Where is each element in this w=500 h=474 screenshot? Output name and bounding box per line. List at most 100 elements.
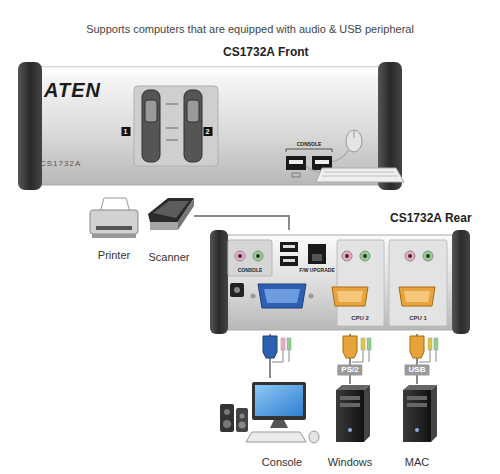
ps2-plug	[361, 338, 365, 350]
mic-jack	[235, 251, 245, 261]
speaker-jack	[423, 251, 433, 261]
monitor	[252, 382, 306, 420]
keyboard	[246, 432, 306, 442]
speaker-cone	[223, 420, 231, 428]
power-jack	[230, 283, 244, 297]
keyboard-icon	[292, 173, 300, 177]
cable-wire	[419, 350, 436, 362]
tower-side	[431, 385, 437, 442]
cable-wire	[352, 350, 369, 362]
windows-pc-art	[336, 385, 370, 442]
vga-screw	[251, 294, 256, 299]
vga-plug	[263, 336, 277, 358]
mouse	[309, 431, 319, 443]
cable-connector	[194, 216, 289, 230]
monitor-stand	[270, 420, 288, 428]
device-label: MAC	[405, 457, 429, 468]
usb-port-slot	[283, 245, 295, 248]
vga-port	[258, 284, 306, 308]
drive-bay	[407, 396, 427, 400]
switch-panel	[134, 86, 218, 166]
usb-port-slot	[315, 160, 329, 164]
tower-front	[336, 390, 364, 442]
console-bracket	[286, 149, 332, 152]
printer-art	[90, 198, 138, 238]
keyboard-keys	[322, 172, 398, 176]
vga-port-pins	[264, 289, 300, 303]
upgrade-port	[308, 244, 326, 264]
tower-top	[403, 385, 437, 390]
printer-tray	[96, 226, 132, 230]
rear-device-art	[210, 230, 470, 334]
device-label: Scanner	[149, 252, 190, 263]
jack-hole	[408, 254, 412, 258]
vga-plug	[343, 336, 357, 358]
usb-port	[280, 256, 298, 266]
brand-logo: ATEN	[44, 80, 101, 100]
scanner-side	[150, 222, 178, 230]
port-label: CPU 1	[409, 315, 427, 321]
switch-button	[187, 100, 199, 122]
switch-slot	[184, 90, 202, 162]
power-led	[415, 428, 419, 432]
scanner-art	[148, 198, 194, 230]
speaker	[220, 404, 234, 432]
device-body	[30, 67, 390, 185]
device-label: Windows	[328, 457, 373, 468]
scanner-device: Scanner	[144, 196, 194, 238]
jack-hole	[426, 254, 430, 258]
cable-type-tag: USB	[405, 365, 430, 376]
usb-port	[286, 156, 306, 170]
mic-jack	[342, 251, 352, 261]
tower-front	[403, 390, 431, 442]
usb-cable-plugs	[410, 336, 438, 362]
usb-port-slot	[289, 160, 303, 164]
panel-heading: CS1732A Front	[223, 46, 309, 58]
port-label: CONSOLE	[238, 268, 263, 273]
usb-plug	[428, 338, 432, 350]
vga-port-pins	[404, 291, 430, 302]
switch-slot	[142, 90, 160, 162]
port-label: CPU 2	[351, 315, 369, 321]
power-jack-hole	[234, 287, 240, 293]
vga-plug	[410, 336, 424, 358]
kvm-rear-panel: CS1732A Rear	[210, 230, 472, 334]
tower-side	[364, 385, 370, 442]
mouse-cable	[332, 150, 349, 162]
cable-type-tag: PS/2	[337, 365, 362, 376]
front-device-art	[18, 62, 404, 190]
port-number: 1	[121, 127, 130, 136]
device-label: Console	[262, 457, 302, 468]
device-label: Printer	[98, 250, 130, 261]
speaker-jack	[253, 251, 263, 261]
printer-base	[92, 234, 136, 238]
switch-mark	[166, 140, 178, 141]
port-number: 2	[203, 127, 212, 136]
port-label: CONSOLE	[297, 142, 322, 147]
printer-body	[90, 210, 138, 234]
monitor-screen	[255, 385, 303, 416]
kvm-front-panel: CS1732A FrontATENCS1732A	[18, 64, 402, 188]
console-cable-plugs	[263, 336, 291, 362]
device-body	[222, 235, 458, 330]
audio-wire	[272, 350, 289, 362]
scanner-end	[178, 198, 194, 230]
audio-plug	[281, 338, 285, 350]
switch-mark	[166, 128, 178, 129]
upgrade-port-slot	[312, 254, 322, 261]
audio-plug	[434, 338, 438, 350]
switch-mark	[166, 104, 178, 105]
cpu-panel	[337, 240, 384, 326]
usb-port-slot	[283, 259, 295, 262]
vga-port-pins	[337, 291, 363, 302]
jack-hole	[345, 254, 349, 258]
port-label: F/W UPGRADE	[299, 268, 335, 273]
mouse-button-split	[354, 131, 355, 138]
model-label: CS1732A	[40, 160, 81, 168]
panel-heading: CS1732A Rear	[390, 212, 472, 224]
mic-jack	[405, 251, 415, 261]
